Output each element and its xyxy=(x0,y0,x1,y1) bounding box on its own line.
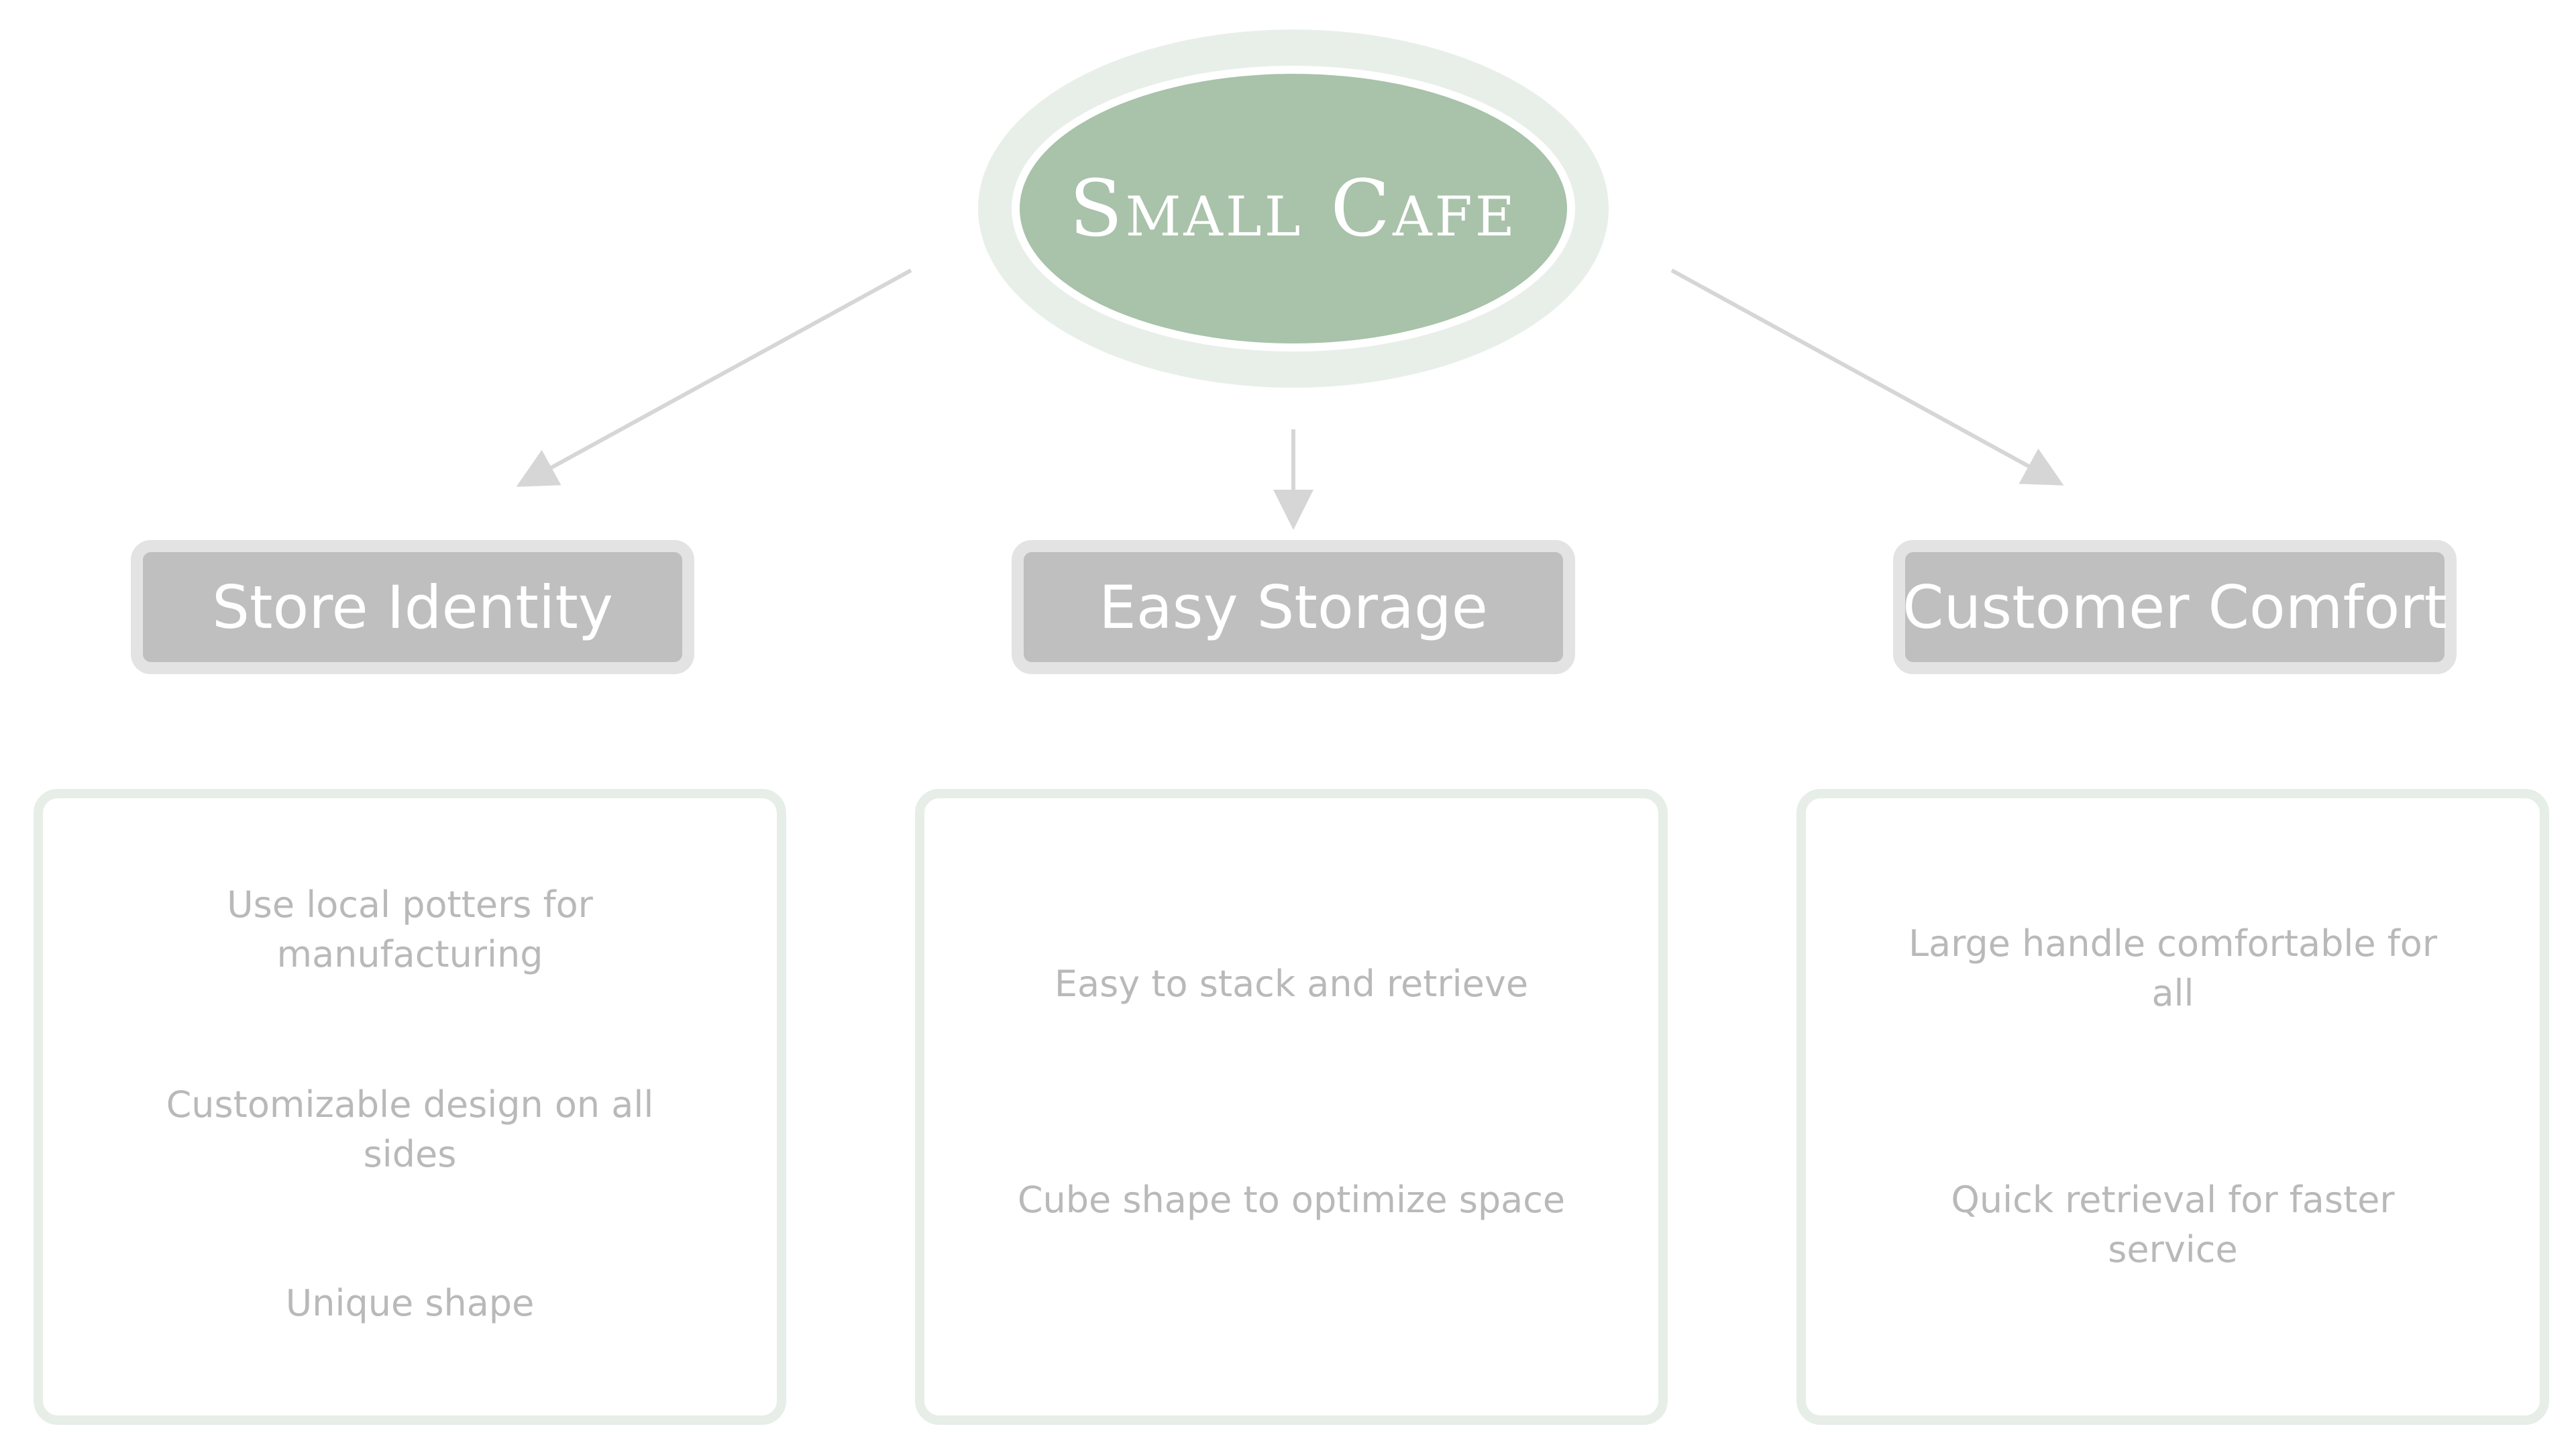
detail-item: Quick retrieval for faster service xyxy=(1951,1179,2395,1271)
detail-box-easy-storage: Easy to stack and retrieve Cube shape to… xyxy=(915,789,1668,1425)
branch-label: Customer Comfort xyxy=(1902,572,2447,642)
detail-item: Easy to stack and retrieve xyxy=(1054,963,1529,1005)
root-title: Small Cafe xyxy=(1069,163,1517,254)
branch-label: Store Identity xyxy=(212,572,613,642)
detail-item: Use local potters for manufacturing xyxy=(227,883,593,975)
connector-to-customer-comfort xyxy=(1670,268,2064,486)
branch-customer-comfort: Customer Comfort xyxy=(1893,540,2457,674)
branch-easy-storage: Easy Storage xyxy=(1012,540,1575,674)
detail-box-customer-comfort: Large handle comfortable for all Quick r… xyxy=(1796,789,2549,1425)
detail-box-store-identity: Use local potters for manufacturing Cust… xyxy=(34,789,786,1425)
branch-label: Easy Storage xyxy=(1099,572,1488,642)
connector-to-store-identity xyxy=(516,268,912,487)
root-node: Small Cafe xyxy=(1012,66,1575,352)
detail-item: Cube shape to optimize space xyxy=(1017,1179,1566,1221)
detail-item: Customizable design on all sides xyxy=(166,1083,654,1175)
detail-item: Large handle comfortable for all xyxy=(1908,922,2438,1014)
detail-item: Unique shape xyxy=(285,1282,535,1324)
branch-store-identity: Store Identity xyxy=(131,540,694,674)
